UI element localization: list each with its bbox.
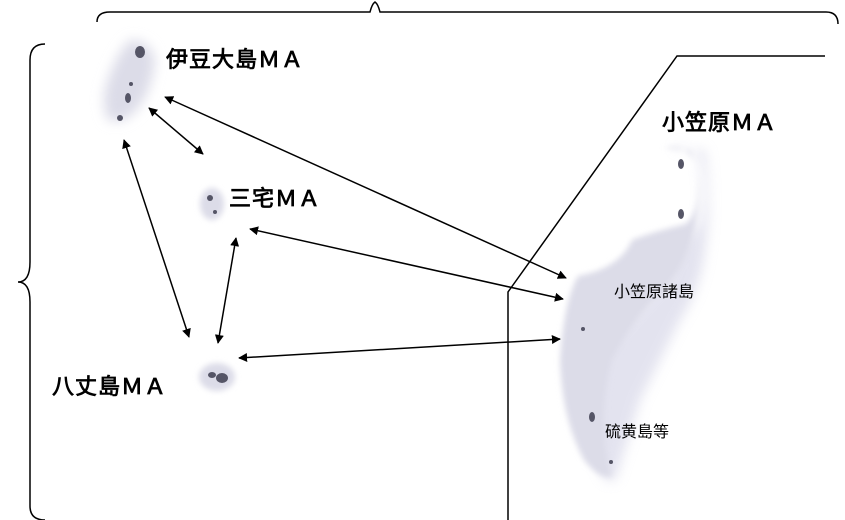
connection-arrows — [122, 96, 567, 363]
izu-oshima-landmass — [104, 40, 155, 122]
hachijojima-ma-label: 八丈島ＭＡ — [52, 375, 168, 400]
izu-oshima-ma-label: 伊豆大島ＭＡ — [166, 48, 305, 73]
arrow-miyake-ogasawara — [249, 226, 564, 302]
ogasawara-landmass — [560, 145, 709, 482]
ogasawara-islands-label: 小笠原諸島 — [614, 282, 695, 301]
arrow-izu-oshima-hachijojima — [122, 139, 191, 338]
left-brace — [17, 43, 46, 520]
ogasawara-ma-label: 小笠原ＭＡ — [662, 111, 778, 136]
arrow-izu-oshima-miyake — [148, 107, 204, 155]
miyake-landmass — [200, 188, 224, 220]
io-islands-label: 硫黄島等 — [605, 422, 670, 441]
miyake-ma-label: 三宅ＭＡ — [229, 187, 322, 212]
arrow-hachijojima-ogasawara — [238, 334, 561, 363]
arrow-izu-oshima-ogasawara — [164, 96, 567, 279]
ogasawara-region-boundary — [507, 55, 825, 520]
top-bracket — [96, 1, 839, 25]
arrow-miyake-hachijojima — [214, 237, 240, 344]
